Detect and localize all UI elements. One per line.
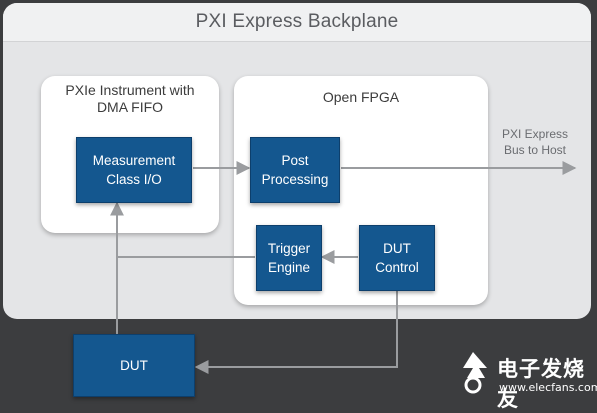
pxie-instrument-panel: PXIe Instrument with DMA FIFO xyxy=(41,76,219,233)
instrument-panel-title: PXIe Instrument with DMA FIFO xyxy=(41,82,219,116)
watermark-url-text: www.elecfans.com xyxy=(499,381,597,394)
pxi-express-bus-label: PXI Express Bus to Host xyxy=(490,126,580,158)
trigger-line1: Trigger xyxy=(267,241,311,256)
dut-control-line2: Control xyxy=(375,260,419,275)
wire-dutcontrol-to-dut xyxy=(194,288,398,374)
dut-label: DUT xyxy=(120,358,148,373)
backplane-header: PXI Express Backplane xyxy=(3,3,591,42)
instrument-title-line2: DMA FIFO xyxy=(96,99,164,115)
fpga-panel-title: Open FPGA xyxy=(322,89,400,105)
bus-label-line1: PXI Express xyxy=(501,127,569,141)
dut-control-line1: DUT xyxy=(383,241,411,256)
wire-trigger-to-measurement xyxy=(110,201,255,258)
measurement-line1: Measurement xyxy=(92,153,176,168)
instrument-title-line1: PXIe Instrument with xyxy=(65,82,195,98)
measurement-line2: Class I/O xyxy=(106,172,162,187)
dut-control-block: DUT Control xyxy=(359,225,435,291)
backplane-title: PXI Express Backplane xyxy=(195,11,399,32)
elecfans-watermark: 电子发烧友 www.elecfans.com xyxy=(453,350,597,411)
dut-block: DUT xyxy=(73,334,195,397)
connection-wires xyxy=(110,161,577,374)
elecfans-logo-icon xyxy=(463,352,487,394)
post-line1: Post xyxy=(281,153,309,168)
bus-label-line2: Bus to Host xyxy=(503,143,567,157)
post-line2: Processing xyxy=(261,172,329,187)
trigger-line2: Engine xyxy=(267,260,311,275)
